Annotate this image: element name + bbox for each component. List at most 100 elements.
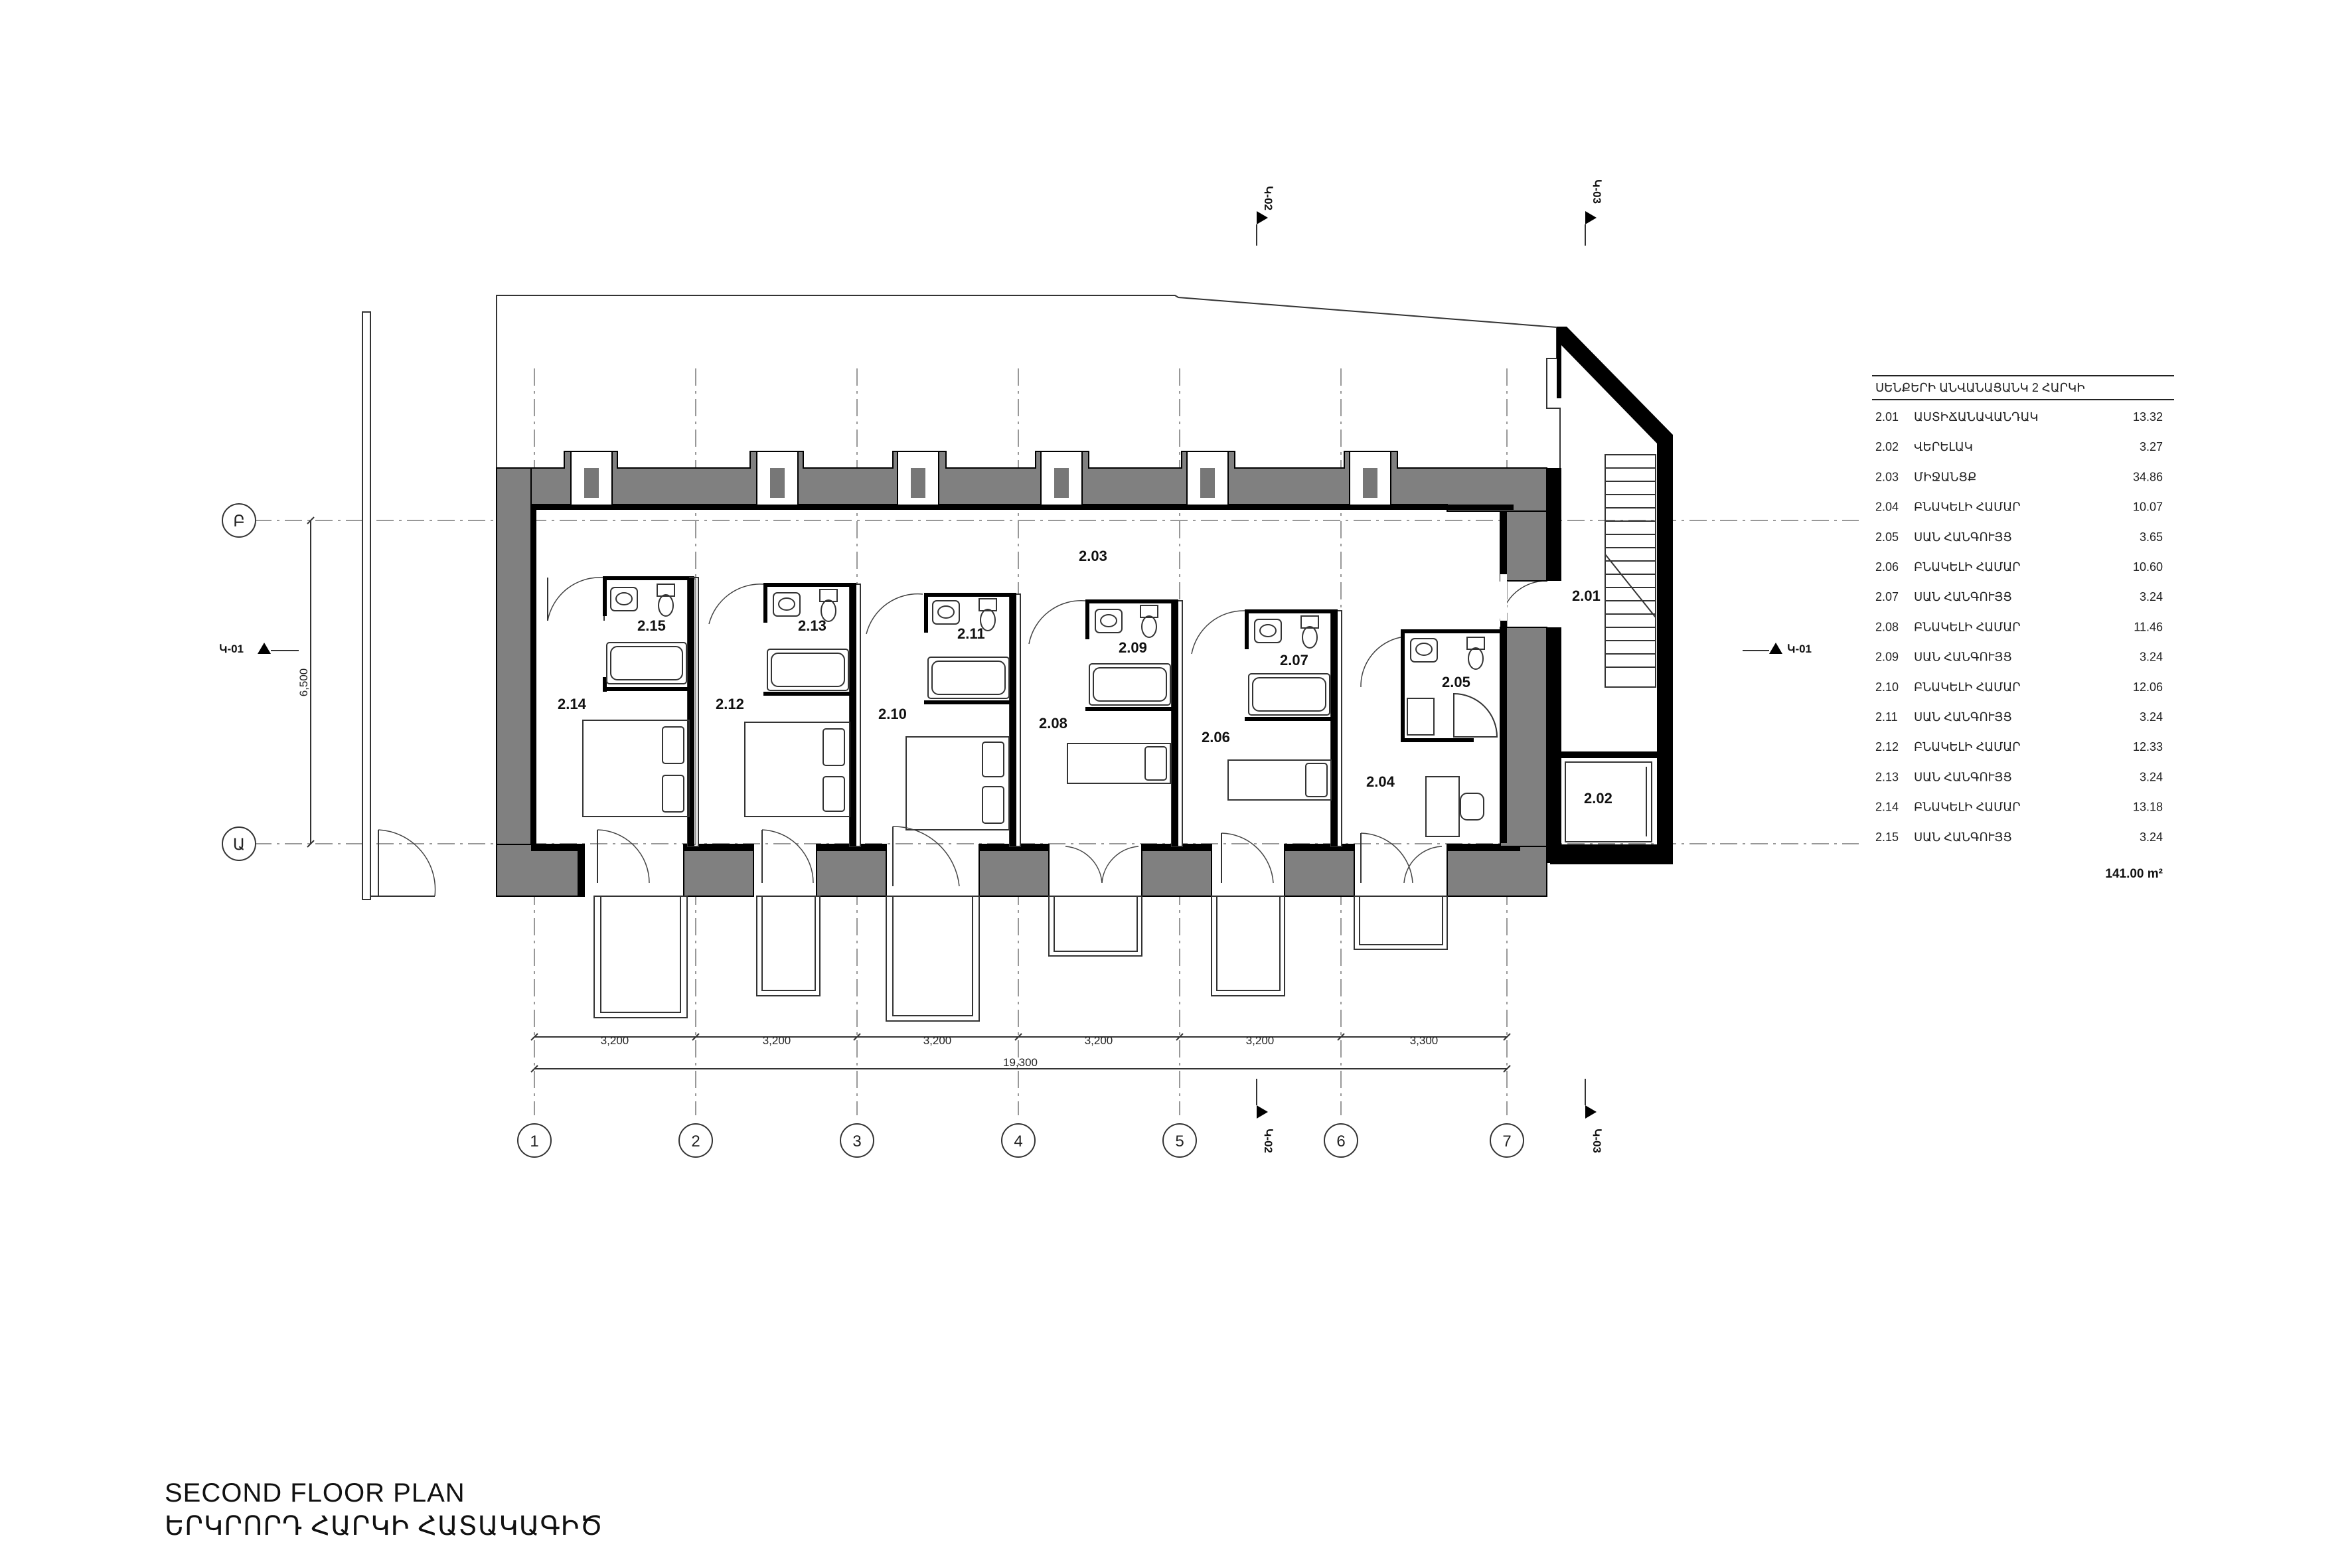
partitions [687, 576, 1342, 847]
room-label-2-09: 2.09 [1119, 639, 1147, 656]
schedule-name: ՍԱՆ ՀԱՆԳՈՒՅՑ [1914, 770, 2012, 783]
section-marker-k03-bottom: Կ-03 [1585, 1079, 1603, 1153]
drawing-title: SECOND FLOOR PLAN ԵՐԿՐՈՐԴ ՀԱՐԿԻ ՀԱՏԱԿԱԳԻ… [165, 1478, 603, 1541]
room-label-2-07: 2.07 [1280, 652, 1308, 668]
schedule-code: 2.13 [1875, 770, 1899, 783]
section-marker-k03-top: Կ-03 [1585, 179, 1603, 246]
furniture [582, 720, 1484, 837]
svg-text:1: 1 [530, 1133, 538, 1150]
room-label-2-04: 2.04 [1366, 773, 1395, 790]
dim-bay-5: 3,200 [1246, 1034, 1275, 1047]
schedule-name: ՍԱՆ ՀԱՆԳՈՒՅՑ [1914, 530, 2012, 544]
schedule-row: 2.10 ԲՆԱԿԵԼԻ ՀԱՄԱՐ 12.06 [1875, 680, 2163, 694]
svg-text:Կ-02: Կ-02 [1262, 1129, 1275, 1153]
schedule-code: 2.01 [1875, 410, 1899, 424]
dim-bay-1: 3,200 [601, 1034, 629, 1047]
schedule-code: 2.11 [1875, 710, 1898, 724]
section-marker-k02-bottom: Կ-02 [1256, 1079, 1275, 1153]
svg-text:7: 7 [1502, 1133, 1511, 1150]
room-label-2-11: 2.11 [957, 625, 985, 642]
axis-bubble-4: 4 [1001, 1123, 1036, 1158]
axis-bubbles: 1 2 3 4 5 6 7 Բ Ա [222, 503, 1524, 1158]
schedule-name: ԲՆԱԿԵԼԻ ՀԱՄԱՐ [1914, 801, 2021, 814]
stair-treads [1605, 454, 1656, 688]
svg-text:Կ-01: Կ-01 [1787, 643, 1812, 655]
room-label-2-14: 2.14 [558, 696, 587, 712]
schedule-area: 3.24 [2140, 710, 2163, 724]
schedule-area: 34.86 [2133, 470, 2163, 483]
schedule-area: 3.65 [2140, 530, 2163, 544]
dim-bay-4: 3,200 [1085, 1034, 1113, 1047]
section-marker-k02-top: Կ-02 [1256, 186, 1275, 246]
room-label-2-03: 2.03 [1079, 548, 1107, 564]
balconies [593, 826, 1448, 1022]
schedule-code: 2.02 [1875, 440, 1899, 453]
svg-text:6: 6 [1336, 1133, 1345, 1150]
svg-text:Կ-01: Կ-01 [219, 643, 244, 655]
schedule-code: 2.04 [1875, 501, 1899, 514]
schedule-area: 13.18 [2133, 801, 2163, 814]
svg-text:2: 2 [691, 1133, 700, 1150]
schedule-code: 2.10 [1875, 680, 1899, 694]
dimension-lines: 3,200 3,200 3,200 3,200 3,200 3,300 19,3… [297, 516, 1511, 1073]
title-english: SECOND FLOOR PLAN [165, 1478, 465, 1508]
schedule-area: 3.24 [2140, 830, 2163, 844]
schedule-code: 2.14 [1875, 801, 1899, 814]
schedule-name: ԲՆԱԿԵԼԻ ՀԱՄԱՐ [1914, 501, 2021, 514]
terrace-outline [496, 295, 1561, 468]
schedule-name: ԲՆԱԿԵԼԻ ՀԱՄԱՐ [1914, 680, 2021, 694]
schedule-row: 2.14 ԲՆԱԿԵԼԻ ՀԱՄԱՐ 13.18 [1875, 801, 2163, 814]
schedule-code: 2.15 [1875, 830, 1899, 844]
title-armenian: ԵՐԿՐՈՐԴ ՀԱՐԿԻ ՀԱՏԱԿԱԳԻԾ [165, 1512, 603, 1541]
axis-bubble-b: Բ [222, 503, 256, 538]
axis-bubble-a: Ա [222, 826, 256, 861]
left-balcony-rail [362, 311, 436, 900]
axis-bubble-5: 5 [1162, 1123, 1197, 1158]
axis-bubble-7: 7 [1490, 1123, 1524, 1158]
dim-bay-3: 3,200 [923, 1034, 952, 1047]
schedule-name: ՍԱՆ ՀԱՆԳՈՒՅՑ [1914, 651, 2012, 664]
schedule-name: ՄԻՋԱՆՑՔ [1914, 470, 1976, 483]
schedule-title: ՍԵՆՔԵՐԻ ԱՆՎԱՆԱՑԱՆԿ 2 ՀԱՐԿԻ [1875, 381, 2085, 394]
svg-text:Կ-02: Կ-02 [1262, 186, 1275, 210]
schedule-code: 2.12 [1875, 740, 1899, 753]
main-walls [496, 451, 1547, 897]
schedule-code: 2.09 [1875, 651, 1899, 664]
schedule-code: 2.08 [1875, 620, 1899, 633]
section-markers: Կ-01 Կ-01 Կ-02 Կ-02 Կ-03 Կ-03 [219, 179, 1812, 1153]
svg-text:3: 3 [852, 1133, 861, 1150]
schedule-area: 10.60 [2133, 560, 2163, 574]
schedule-row: 2.04 ԲՆԱԿԵԼԻ ՀԱՄԱՐ 10.07 [1875, 501, 2163, 514]
dim-bay-2: 3,200 [763, 1034, 791, 1047]
room-label-2-12: 2.12 [716, 696, 744, 712]
dim-total: 19,300 [1003, 1056, 1038, 1069]
schedule-code: 2.05 [1875, 530, 1899, 544]
axis-bubble-6: 6 [1324, 1123, 1358, 1158]
svg-text:Բ: Բ [233, 512, 245, 530]
schedule-name: ՍԱՆ ՀԱՆԳՈՒՅՑ [1914, 830, 2012, 844]
svg-text:Կ-03: Կ-03 [1591, 179, 1603, 204]
schedule-area: 3.24 [2140, 651, 2163, 664]
room-label-2-08: 2.08 [1039, 715, 1067, 732]
dim-bay-6: 3,300 [1410, 1034, 1439, 1047]
bathroom-pods [603, 576, 1500, 742]
schedule-row: 2.15 ՍԱՆ ՀԱՆԳՈՒՅՑ 3.24 [1875, 830, 2163, 844]
schedule-area: 13.32 [2133, 410, 2163, 424]
axis-bubble-3: 3 [840, 1123, 874, 1158]
section-marker-k01-left: Կ-01 [219, 643, 299, 655]
schedule-name: ՍԱՆ ՀԱՆԳՈՒՅՑ [1914, 590, 2012, 603]
schedule-code: 2.07 [1875, 590, 1899, 603]
schedule-area: 12.06 [2133, 680, 2163, 694]
schedule-area: 10.07 [2133, 501, 2163, 514]
